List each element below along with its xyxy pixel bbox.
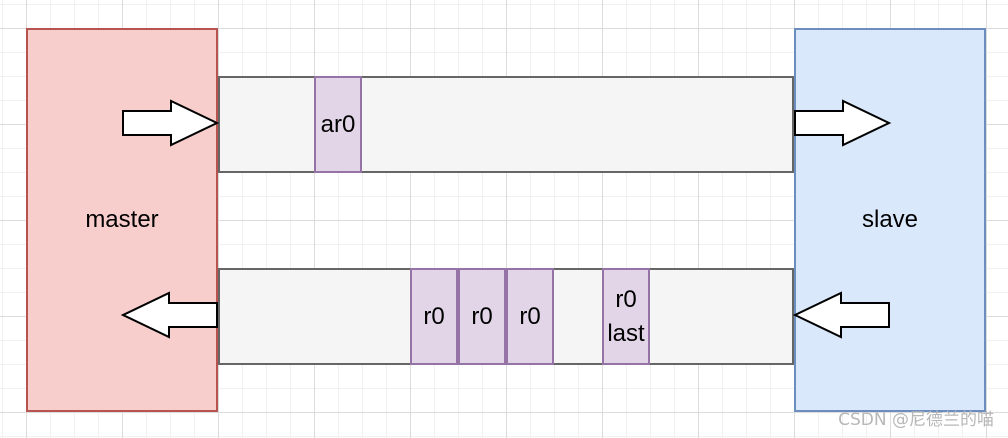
master-in-arrow-icon (120, 291, 218, 339)
response-packet: r0 (410, 268, 458, 365)
slave-label: slave (861, 206, 919, 233)
request-packet: ar0 (314, 76, 362, 173)
request-packet-label: ar0 (320, 110, 356, 138)
response-packet-label: r0 (423, 302, 445, 330)
master-label: master (85, 206, 159, 233)
master-out-arrow-icon (122, 99, 220, 147)
response-packet-label: r0 (615, 285, 637, 313)
response-packet: r0 (458, 268, 506, 365)
slave-node: slave (794, 28, 986, 412)
top-channel (218, 76, 794, 173)
response-packet-label: r0 (471, 302, 493, 330)
slave-out-arrow-icon (792, 291, 890, 339)
response-packet-sublabel: last (607, 319, 645, 347)
slave-in-arrow-icon (794, 99, 892, 147)
master-node: master (26, 28, 218, 412)
response-packet: r0 (506, 268, 554, 365)
watermark: CSDN @尼德兰的喵 (838, 410, 994, 430)
response-packet-label: r0 (519, 302, 541, 330)
response-packet-last: r0 last (602, 268, 650, 365)
